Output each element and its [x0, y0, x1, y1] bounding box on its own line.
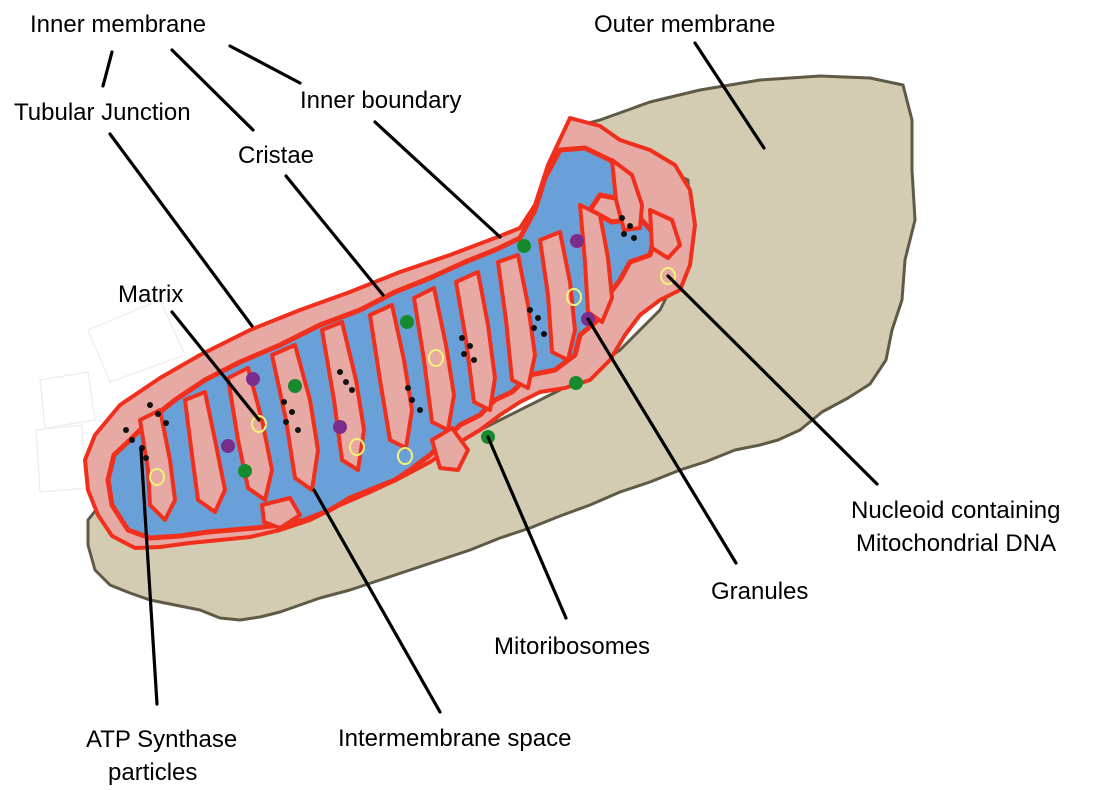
atp-particle: [283, 419, 289, 425]
atp-particle: [143, 455, 149, 461]
atp-particle: [631, 235, 637, 241]
atp-particle: [349, 387, 355, 393]
granule: [246, 372, 260, 386]
label-cristae: Cristae: [238, 142, 314, 169]
granule: [570, 234, 584, 248]
atp-particle: [535, 315, 541, 321]
atp-particle: [295, 427, 301, 433]
atp-particle: [527, 307, 533, 313]
atp-particle: [409, 397, 415, 403]
atp-particle: [343, 379, 349, 385]
mitoribosome: [569, 376, 583, 390]
label-inner-membrane: Inner membrane: [30, 11, 206, 38]
mitoribosome: [400, 315, 414, 329]
atp-particle: [129, 437, 135, 443]
atp-particle: [467, 343, 473, 349]
atp-particle: [281, 399, 287, 405]
atp-particle: [405, 385, 411, 391]
label-granules: Granules: [711, 578, 808, 605]
atp-particle: [337, 369, 343, 375]
atp-particle: [619, 215, 625, 221]
leader-inner-boundary: [375, 122, 500, 237]
mitoribosome: [288, 379, 302, 393]
atp-particle: [541, 331, 547, 337]
atp-particle: [123, 427, 129, 433]
atp-particle: [461, 351, 467, 357]
granule: [333, 420, 347, 434]
atp-particle: [155, 411, 161, 417]
atp-particle: [621, 231, 627, 237]
label-nucleoid-line2: Mitochondrial DNA: [856, 530, 1056, 557]
atp-particle: [147, 402, 153, 408]
mitoribosome: [517, 239, 531, 253]
granule: [221, 439, 235, 453]
label-inner-boundary: Inner boundary: [300, 87, 461, 114]
atp-particle: [163, 420, 169, 426]
atp-particle: [471, 357, 477, 363]
atp-particle: [289, 409, 295, 415]
mitoribosome: [238, 464, 252, 478]
label-intermembrane-space: Intermembrane space: [338, 725, 571, 752]
label-outer-membrane: Outer membrane: [594, 11, 775, 38]
atp-particle: [417, 407, 423, 413]
atp-particle: [531, 325, 537, 331]
label-tubular-junction: Tubular Junction: [14, 99, 191, 126]
label-atp-synthase-line1: ATP Synthase: [86, 726, 237, 753]
leader-inner-membrane-to-tubular: [103, 52, 112, 86]
label-atp-synthase-line2: particles: [108, 759, 197, 786]
atp-particle: [627, 223, 633, 229]
label-mitoribosomes: Mitoribosomes: [494, 633, 650, 660]
leader-cristae: [286, 176, 383, 295]
leader-inner-membrane-to-boundary: [230, 46, 300, 83]
label-matrix: Matrix: [118, 281, 183, 308]
label-nucleoid-line1: Nucleoid containing: [851, 497, 1060, 524]
atp-particle: [459, 335, 465, 341]
